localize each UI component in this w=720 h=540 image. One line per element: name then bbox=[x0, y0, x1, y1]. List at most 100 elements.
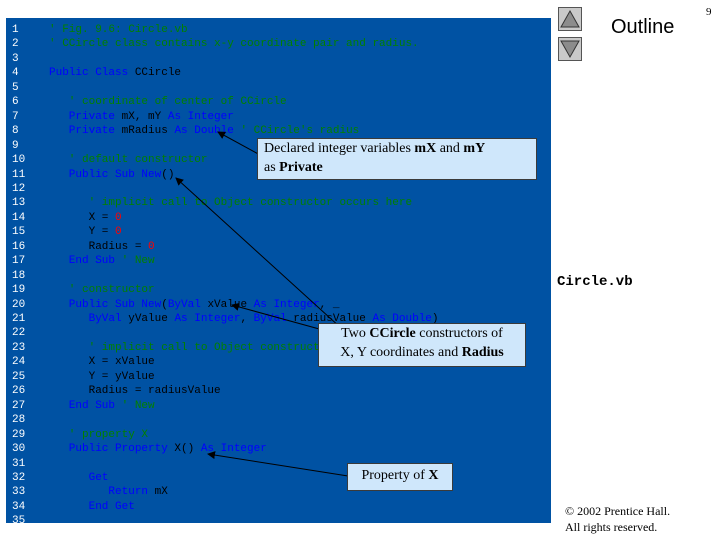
code-line: ' coordinate of center of CCircle bbox=[49, 95, 287, 109]
code-line: Get bbox=[49, 471, 109, 485]
code-token: Radius = radiusValue bbox=[49, 385, 221, 398]
callout-text: Declared integer variables bbox=[264, 141, 415, 156]
callout-constructors: Two CCircle constructors of X, Y coordin… bbox=[318, 323, 526, 367]
arrow-to-default-constructor bbox=[175, 177, 353, 339]
code-token: Public Property bbox=[49, 443, 175, 456]
code-line: ' default constructor bbox=[49, 153, 208, 167]
code-token: As Integer bbox=[174, 313, 241, 325]
code-line: End Sub ' New bbox=[49, 254, 155, 268]
code-line: Radius = radiusValue bbox=[49, 384, 221, 398]
code-token: ' implicit call to Object constructor oc… bbox=[49, 197, 413, 210]
line-number: 35 bbox=[12, 515, 26, 528]
code-token: Get bbox=[49, 471, 109, 484]
code-token: As Integer bbox=[167, 110, 234, 123]
code-token: ) bbox=[431, 313, 439, 325]
arrow-to-private-vars bbox=[217, 131, 263, 157]
code-line: Y = yValue bbox=[49, 370, 155, 384]
code-token: X = bbox=[49, 211, 116, 224]
code-token: ' CCircle class contains x-y coordinate … bbox=[49, 38, 419, 51]
line-number: 18 bbox=[12, 269, 26, 282]
line-number: 9 bbox=[12, 139, 19, 152]
code-token: ' coordinate of center of CCircle bbox=[49, 96, 287, 109]
page-number: 9 bbox=[706, 6, 712, 18]
line-number: 34 bbox=[12, 500, 26, 513]
code-line: Private mX, mY As Integer bbox=[49, 110, 234, 124]
code-token: CCircle bbox=[134, 67, 182, 80]
line-number: 29 bbox=[12, 428, 26, 441]
code-token: , _ bbox=[319, 298, 340, 311]
line-number: 15 bbox=[12, 226, 26, 239]
code-line: Radius = 0 bbox=[49, 240, 155, 254]
file-label: Circle.vb bbox=[557, 274, 633, 290]
code-token: Y = bbox=[49, 226, 116, 239]
line-number: 14 bbox=[12, 211, 26, 224]
line-number: 19 bbox=[12, 284, 26, 297]
code-token: As Integer bbox=[253, 298, 320, 311]
nav-down-button[interactable] bbox=[558, 37, 582, 61]
code-token: Return bbox=[49, 486, 155, 499]
line-number: 30 bbox=[12, 443, 26, 456]
line-number: 4 bbox=[12, 67, 19, 80]
code-line: ' constructor bbox=[49, 283, 155, 297]
callout-text-bold: mX bbox=[414, 141, 437, 156]
line-number: 27 bbox=[12, 399, 26, 412]
code-token: ' CCircle's radius bbox=[240, 125, 360, 138]
code-line: End Sub ' New bbox=[49, 399, 155, 413]
triangle-down-icon bbox=[560, 40, 580, 59]
code-token: ' property X bbox=[49, 428, 149, 441]
code-token: Public Sub New bbox=[49, 168, 162, 181]
code-line: ' property X bbox=[49, 428, 148, 442]
copyright-line: All rights reserved. bbox=[565, 520, 658, 534]
code-token: X() bbox=[174, 443, 201, 456]
code-line: ' Fig. 9.6: Circle.vb bbox=[49, 23, 188, 37]
code-token: End Sub bbox=[49, 255, 122, 268]
line-number: 33 bbox=[12, 486, 26, 499]
line-number: 10 bbox=[12, 154, 26, 167]
line-number: 20 bbox=[12, 298, 26, 311]
line-number: 12 bbox=[12, 182, 26, 195]
code-token: 0 bbox=[115, 211, 122, 224]
line-number: 13 bbox=[12, 197, 26, 210]
code-line: ' implicit call to Object constructor oc… bbox=[49, 196, 412, 210]
callout-text-bold: X bbox=[428, 468, 439, 483]
callout-text: X, Y coordinates and bbox=[340, 345, 462, 360]
line-number: 6 bbox=[12, 96, 19, 109]
code-token: , bbox=[240, 313, 254, 325]
code-line: Y = 0 bbox=[49, 225, 122, 239]
line-number: 25 bbox=[12, 370, 26, 383]
line-number: 8 bbox=[12, 125, 19, 138]
code-line: Return mX bbox=[49, 485, 168, 499]
code-token: 0 bbox=[148, 240, 155, 253]
code-listing-panel bbox=[6, 18, 551, 523]
line-number: 11 bbox=[12, 168, 26, 181]
callout-text: Property of bbox=[361, 468, 429, 483]
code-token: yValue bbox=[128, 313, 175, 325]
line-number: 5 bbox=[12, 81, 19, 94]
line-number: 3 bbox=[12, 52, 19, 65]
code-token: ' default constructor bbox=[49, 154, 208, 167]
code-token: mX bbox=[154, 486, 168, 499]
code-token: Private bbox=[49, 110, 122, 123]
line-number: 7 bbox=[12, 110, 19, 123]
line-number: 16 bbox=[12, 240, 26, 253]
code-token: ( bbox=[161, 298, 168, 311]
code-line: Public Sub New() bbox=[49, 168, 175, 182]
code-token: Radius = bbox=[49, 240, 149, 253]
callout-text-bold: CCircle bbox=[369, 326, 416, 341]
code-token: End Get bbox=[49, 500, 135, 513]
callout-private-vars: Declared integer variables mX and mY as … bbox=[257, 138, 537, 180]
code-token: mX, mY bbox=[121, 110, 168, 123]
code-token: mRadius bbox=[121, 125, 175, 138]
line-number: 22 bbox=[12, 327, 26, 340]
callout-text-bold: mY bbox=[463, 141, 486, 156]
line-number: 28 bbox=[12, 414, 26, 427]
code-token: ByVal bbox=[49, 313, 129, 325]
line-number: 26 bbox=[12, 385, 26, 398]
code-token: As Double bbox=[372, 313, 432, 325]
line-number: 2 bbox=[12, 38, 19, 51]
callout-text-bold: Private bbox=[279, 160, 323, 175]
callout-text: constructors of bbox=[415, 326, 503, 341]
code-token: End Sub bbox=[49, 399, 122, 412]
nav-up-button[interactable] bbox=[558, 7, 582, 31]
arrow-to-property-x bbox=[207, 451, 349, 477]
